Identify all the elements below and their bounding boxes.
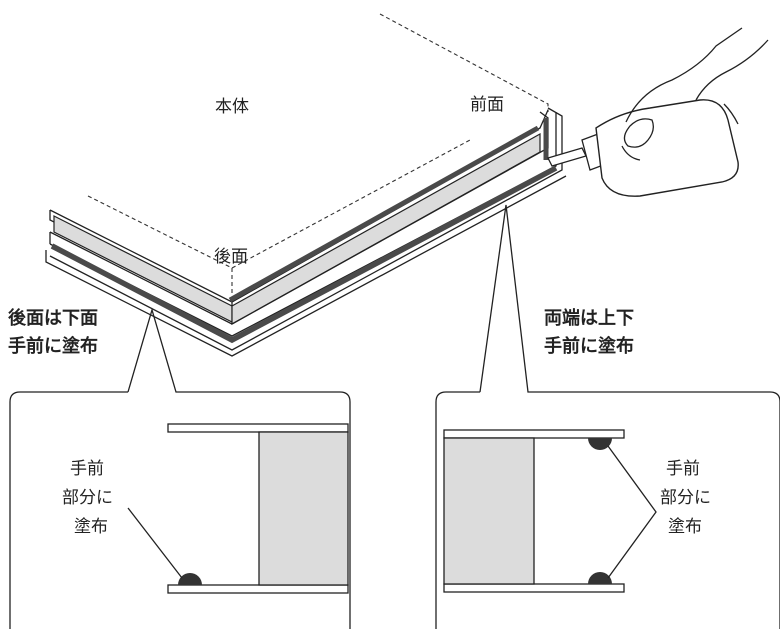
- detail-left-panel: [258, 431, 349, 586]
- detail-right-rail-top: [443, 429, 625, 439]
- label-front-face: 前面: [470, 95, 504, 115]
- glue-bottle-icon: [547, 99, 739, 197]
- detail-right-rail-bottom: [443, 583, 625, 593]
- label-back-face: 後面: [214, 247, 248, 267]
- back-wall-panel: [53, 215, 233, 323]
- base-rail-bottom: [45, 175, 567, 357]
- back-corner-dashed: [231, 139, 471, 269]
- detail-right-text-2: 部分に: [660, 488, 711, 508]
- detail-callout-right: 手前 部分に 塗布: [435, 204, 780, 629]
- detail-right-glue-dot-bottom: [588, 572, 612, 584]
- base-rail-lower: [49, 107, 563, 351]
- detail-left-rail-bottom: [167, 584, 349, 594]
- detail-right-text-1: 手前: [666, 459, 700, 479]
- detail-left-leader: [127, 507, 183, 579]
- detail-right-panel: [443, 437, 535, 585]
- detail-left-glue-dot: [178, 573, 202, 585]
- detail-left-text-3: 塗布: [74, 516, 108, 537]
- detail-left-text-2: 部分に: [62, 488, 113, 508]
- detail-callout-left: 手前 部分に 塗布: [9, 307, 351, 629]
- left-caption-line2: 手前に塗布: [8, 335, 98, 357]
- body-outline-dashed: [87, 13, 549, 295]
- hand-icon: [621, 27, 769, 161]
- glue-bead-top: [228, 125, 540, 303]
- glue-bead-bottom: [50, 165, 558, 344]
- detail-right-leader: [607, 445, 657, 579]
- left-caption-line1: 後面は下面: [8, 307, 98, 329]
- detail-right-text-3: 塗布: [668, 516, 702, 537]
- label-body: 本体: [215, 97, 249, 117]
- frame-illustration: 本体 前面 後面: [45, 13, 769, 357]
- right-caption-line1: 両端は上下: [544, 308, 634, 329]
- detail-left-text-1: 手前: [70, 459, 104, 479]
- back-wall-lower: [49, 231, 233, 325]
- right-caption-line2: 手前に塗布: [544, 335, 634, 357]
- detail-right-glue-dot-top: [588, 438, 612, 450]
- detail-left-rail-top: [167, 423, 349, 433]
